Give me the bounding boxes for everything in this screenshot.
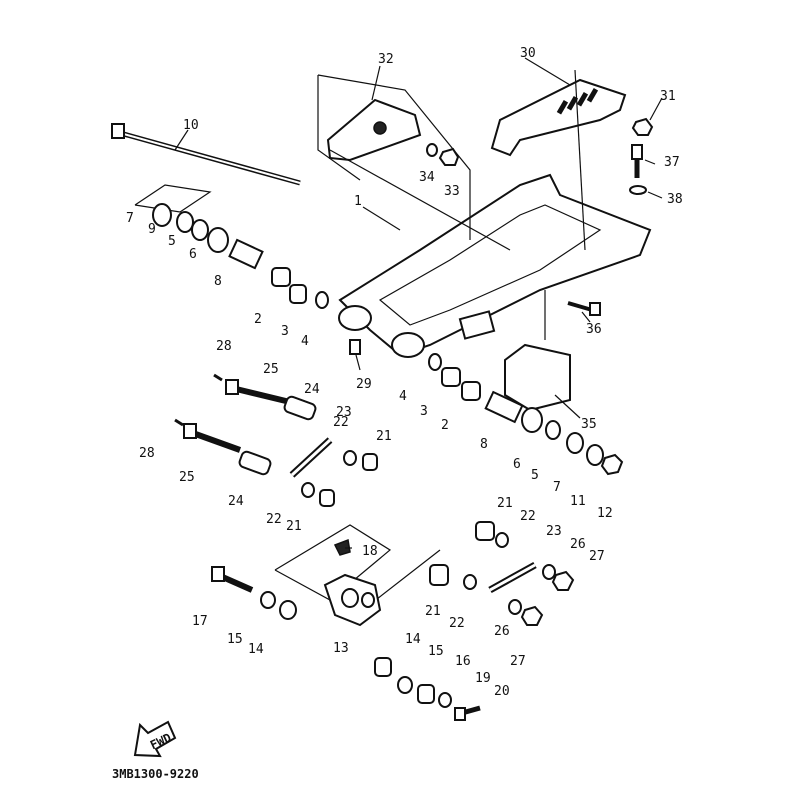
callout: 25	[263, 362, 279, 377]
callout: 5	[531, 468, 539, 483]
callout: 27	[589, 549, 605, 564]
callout: 11	[570, 494, 586, 509]
callout: 2	[441, 418, 449, 433]
bearing-group-left	[152, 203, 329, 309]
callout: 23	[336, 405, 352, 420]
callout: 31	[660, 89, 676, 104]
callout: 23	[546, 524, 562, 539]
chain-guard	[490, 78, 627, 157]
callout: 19	[475, 671, 491, 686]
callout: 34	[419, 170, 435, 185]
callout: 15	[227, 632, 243, 647]
callout: 32	[378, 52, 394, 67]
relay-arm	[323, 538, 382, 627]
chain-guide	[326, 98, 422, 162]
callout: 12	[597, 506, 613, 521]
callout: 36	[586, 322, 602, 337]
callout: 5	[168, 234, 176, 249]
callout: 4	[399, 389, 407, 404]
callout: 16	[455, 654, 471, 669]
callout: 6	[189, 247, 197, 262]
bearing-group-right	[428, 353, 624, 476]
callout: 14	[248, 642, 264, 657]
callout: 37	[664, 155, 680, 170]
callout: 22	[449, 616, 465, 631]
callout: 8	[214, 274, 222, 289]
callout: 7	[126, 211, 134, 226]
callout: 22	[520, 509, 536, 524]
callout: 21	[425, 604, 441, 619]
callout: 20	[494, 684, 510, 699]
callout: 7	[553, 480, 561, 495]
callout: 14	[405, 632, 421, 647]
callout: 1	[354, 194, 362, 209]
callout: 21	[286, 519, 302, 534]
callout: 18	[362, 544, 378, 559]
callout: 35	[581, 417, 597, 432]
callout: 22	[333, 415, 349, 430]
callout: 2	[254, 312, 262, 327]
callout: 9	[148, 222, 156, 237]
callout: 21	[497, 496, 513, 511]
callout: 13	[333, 641, 349, 656]
callout: 30	[520, 46, 536, 61]
callout: 28	[139, 446, 155, 461]
callout: 4	[301, 334, 309, 349]
swingarm	[338, 173, 652, 358]
callout: 21	[376, 429, 392, 444]
part-number-code: 3MB1300-9220	[112, 767, 199, 781]
chain-guide-lower	[504, 343, 571, 412]
callout: 38	[667, 192, 683, 207]
callout: 8	[480, 437, 488, 452]
callout: 25	[179, 470, 195, 485]
callout: 17	[192, 614, 208, 629]
leader-lines	[174, 57, 663, 549]
relay-arm-bolts	[174, 373, 317, 476]
callout: 24	[304, 382, 320, 397]
callout: 28	[216, 339, 232, 354]
callout: 22	[266, 512, 282, 527]
callout: 29	[356, 377, 372, 392]
callout: 27	[510, 654, 526, 669]
callout: 15	[428, 644, 444, 659]
pivot-shaft	[111, 123, 301, 186]
callout: 10	[183, 118, 199, 133]
callout: 3	[281, 324, 289, 339]
callout: 26	[494, 624, 510, 639]
callout: 3	[420, 404, 428, 419]
callout: 33	[444, 184, 460, 199]
fwd-arrow-icon: FWD	[133, 720, 177, 758]
callout: 26	[570, 537, 586, 552]
callout: 24	[228, 494, 244, 509]
callout-labels: 32 30 31 10 34 33 37 38 1 7 9 5 6 8 2 3 …	[126, 46, 683, 699]
callout: 6	[513, 457, 521, 472]
